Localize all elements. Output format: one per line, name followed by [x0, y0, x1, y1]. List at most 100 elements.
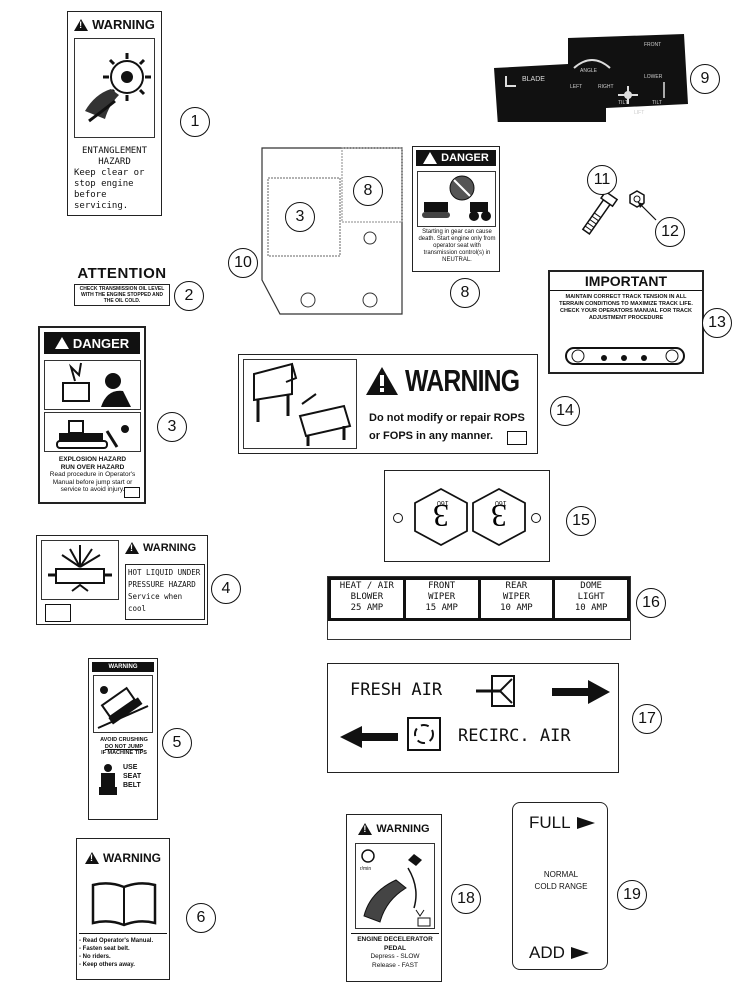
- hazard-title: EXPLOSION HAZARD: [58, 456, 127, 463]
- decal-header: WARNING: [376, 823, 430, 835]
- instruction-item: - Keep others away.: [79, 962, 135, 968]
- arrow-right-icon: [552, 680, 610, 704]
- instruction-text: Service when cool: [128, 592, 183, 613]
- callout-8: 8: [353, 176, 383, 206]
- recirc-air-icon: [407, 717, 441, 751]
- lift-label: LIFT: [634, 110, 645, 116]
- callout-17: 17: [632, 704, 662, 734]
- hex-label-2: 160: [495, 499, 507, 506]
- hex-symbol-icon: 3: [472, 487, 526, 547]
- decal-header: DANGER: [72, 335, 130, 351]
- seat-belt-text: USE: [123, 764, 138, 771]
- decal-fresh-recirc-air: FRESH AIR RECIRC. AIR: [327, 663, 619, 773]
- decal-attention: ATTENTION CHECK TRANSMISSION OIL LEVEL W…: [74, 265, 170, 313]
- decal-header: WARNING: [108, 664, 138, 670]
- start-in-gear-pictogram: [417, 171, 496, 227]
- lower-label: LOWER: [644, 74, 663, 80]
- hazard-title: HOT LIQUID UNDER: [128, 568, 201, 577]
- warning-triangle-icon: [423, 152, 438, 164]
- callout-1: 1: [180, 107, 210, 137]
- decal-header: DANGER: [441, 152, 489, 164]
- angle-label: ANGLE: [580, 68, 597, 74]
- warning-triangle-icon: [358, 823, 373, 835]
- fuse-line: 25 AMP: [350, 603, 384, 613]
- tipping-machine-pictogram: [93, 675, 153, 733]
- hazard-title-2: HAZARD: [98, 157, 131, 167]
- left-label: LEFT: [570, 84, 583, 90]
- right-label: RIGHT: [598, 84, 614, 90]
- callout-9: 9: [690, 64, 720, 94]
- callout-3: 3: [285, 202, 315, 232]
- decal-header: WARNING: [143, 542, 197, 554]
- crawler-dozer-icon: [56, 420, 129, 449]
- decal-start-danger: DANGER Starting in gear can cause death.…: [412, 146, 500, 272]
- fuse-line: 10 AMP: [574, 603, 608, 613]
- instruction-text-3: servicing.: [74, 201, 129, 211]
- blade-control-panel: [494, 34, 688, 122]
- decal-header: WARNING: [92, 17, 155, 32]
- instruction-text: Keep clear or: [74, 168, 145, 178]
- open-book-icon: [91, 882, 157, 927]
- decal-header: IMPORTANT: [550, 272, 702, 291]
- decal-hot-liquid-warning: WARNING HOT LIQUID UNDER PRESSURE HAZARD…: [36, 535, 208, 625]
- decal-header: ATTENTION: [77, 265, 167, 282]
- rops-pictogram: [243, 359, 357, 449]
- hazard-title: ENTANGLEMENT: [81, 146, 148, 156]
- entanglement-pictogram: [74, 38, 155, 138]
- svg-text:3: 3: [491, 498, 507, 534]
- tilt-right-label: TILT: [652, 100, 662, 106]
- add-label: ADD: [529, 943, 565, 962]
- fuse-line: HEAT / AIR: [339, 581, 394, 591]
- fuse-line: 15 AMP: [425, 603, 458, 613]
- warning-triangle-icon: [74, 18, 89, 31]
- decal-mounting-plate: [261, 147, 403, 315]
- decal-entanglement-warning: WARNING ENTANGLEMENT HAZARD Keep clear o…: [67, 11, 162, 216]
- fuse-line: BLOWER: [350, 592, 384, 602]
- normal-label: NORMAL: [543, 870, 579, 879]
- pedal-icon: [361, 849, 431, 927]
- callout-15: 15: [566, 506, 596, 536]
- callout-6: 6: [186, 903, 216, 933]
- important-text: MAINTAIN CORRECT TRACK TENSION IN ALL TE…: [559, 294, 693, 321]
- warning-text: Do not modify or repair ROPS: [369, 412, 525, 424]
- decal-coolant-level: FULL NORMAL COLD RANGE ADD: [512, 802, 608, 970]
- attention-text: CHECK TRANSMISSION OIL LEVEL WITH THE EN…: [74, 284, 170, 306]
- callout-8: 8: [450, 278, 480, 308]
- pedal-title: ENGINE DECELERATOR: [357, 936, 433, 943]
- radiator-spray-pictogram: [41, 540, 119, 600]
- manual-book-icon: [45, 604, 71, 622]
- decal-blade-control: BLADE FRONT ANGLE LOWER LEFT RIGHT TILT …: [494, 34, 688, 122]
- tilt-left-label: TILT: [618, 100, 628, 106]
- rpm-unit-label: r/min: [360, 866, 372, 872]
- danger-text: Starting in gear can cause death. Start …: [418, 229, 496, 263]
- fresh-air-damper-icon: [476, 675, 515, 707]
- blade-label: BLADE: [522, 76, 545, 83]
- full-label: FULL: [529, 813, 571, 832]
- track-tension-icon: [565, 347, 685, 365]
- callout-10: 10: [228, 248, 258, 278]
- fuse-line: 10 AMP: [500, 603, 533, 613]
- full-arrow-icon: [576, 817, 595, 829]
- hazard-title-2: RUN OVER HAZARD: [60, 463, 125, 471]
- callout-13: 13: [702, 308, 732, 338]
- fuse-line: LIGHT: [577, 592, 605, 602]
- callout-3: 3: [157, 412, 187, 442]
- decal-battery-danger: DANGER EXPLOSION HAZARD RUN OVER HAZARD …: [38, 326, 146, 504]
- warning-triangle-icon: [366, 367, 398, 395]
- fuse-line: DOME: [580, 581, 602, 591]
- add-arrow-icon: [570, 947, 589, 959]
- rotating-fan-hand-icon: [85, 53, 151, 123]
- decal-rops-warning: WARNING Do not modify or repair ROPS or …: [238, 354, 538, 454]
- instruction-item: - No riders.: [79, 954, 111, 960]
- pedal-title-2: PEDAL: [383, 944, 407, 952]
- instruction-text-2: stop engine before: [74, 179, 134, 200]
- manual-book-icon: [507, 431, 527, 445]
- hazard-title-2: PRESSURE HAZARD: [128, 580, 196, 589]
- battery-explosion-pictogram: [44, 360, 141, 410]
- recirc-air-label: RECIRC. AIR: [458, 726, 571, 746]
- fuse-line: WIPER: [502, 592, 530, 602]
- leader-arrow-12: [637, 201, 657, 221]
- instruction-text: Read procedure in Operator's Manual befo…: [49, 471, 136, 493]
